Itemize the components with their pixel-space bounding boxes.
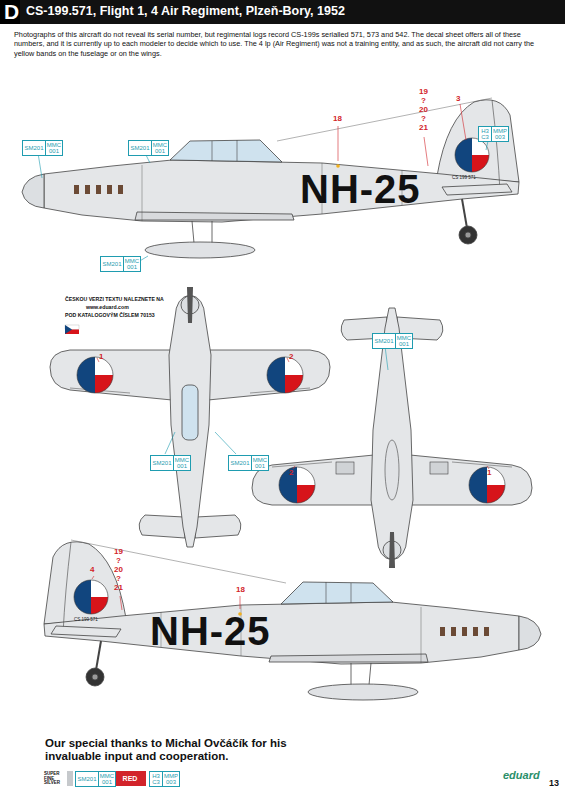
paint-code: SM201 xyxy=(151,456,173,470)
drawing-part xyxy=(65,325,72,334)
fuselage-code: NH-25 xyxy=(300,168,421,210)
paint-reference: MMC 001 xyxy=(45,141,62,155)
brand-logo: eduard xyxy=(503,770,540,782)
callout-number: ? xyxy=(421,97,426,105)
drawing-part xyxy=(38,153,42,178)
drawing-part xyxy=(455,138,489,172)
drawing-part xyxy=(44,540,541,700)
paint-reference: MMC 001 xyxy=(123,257,140,271)
paint-reference: MMC 001 xyxy=(98,772,115,786)
paint-code-box: H3 C3MMP 003 xyxy=(478,126,509,142)
section-letter: D xyxy=(4,1,19,23)
drawing-part xyxy=(430,462,448,474)
paint-reference: MMC 001 xyxy=(151,141,168,155)
legend-text: RED xyxy=(123,775,138,782)
drawing-part xyxy=(486,141,488,150)
drawing-part xyxy=(385,440,399,500)
paint-code-box: SM201MMC 001 xyxy=(150,455,191,471)
paint-code-box: SM201MMC 001 xyxy=(75,771,116,787)
callout-number: 1 xyxy=(99,353,103,361)
drawing-part xyxy=(92,576,94,579)
drawing-part xyxy=(279,467,315,503)
drawing-part xyxy=(38,141,488,454)
serial-marking: CS 199 571 xyxy=(452,176,476,181)
paint-reference: MMC 001 xyxy=(395,334,412,348)
legend-text: SUPER FINE SILVER xyxy=(44,772,66,786)
callout-number: 19 xyxy=(419,88,428,96)
callout-number: 19 xyxy=(114,548,123,556)
paint-code: H3 C3 xyxy=(150,772,162,786)
paint-code: SM201 xyxy=(373,334,395,348)
paint-code: SM201 xyxy=(23,141,45,155)
drawing-part xyxy=(22,98,519,258)
paint-code-box: H3 C3MMP 003 xyxy=(149,771,180,787)
serial-marking: CS 199 571 xyxy=(74,618,98,623)
czech-note: POD KATALOGOVÝM ČÍSLEM 70153 xyxy=(65,313,155,318)
paint-code: SM201 xyxy=(229,456,251,470)
drawing-part xyxy=(0,0,20,24)
paint-code: SM201 xyxy=(129,141,151,155)
callout-number: 21 xyxy=(419,124,428,132)
callout-number: 21 xyxy=(114,584,123,592)
paint-reference: MMP 003 xyxy=(162,772,179,786)
callout-number: 2 xyxy=(289,353,293,361)
description-note: Photographs of this aircraft do not reve… xyxy=(14,30,552,58)
callout-number: ? xyxy=(116,557,121,565)
drawing-part xyxy=(97,358,99,362)
drawing-part xyxy=(336,462,354,474)
callout-number: 1 xyxy=(487,469,491,477)
paint-reference: MMP 003 xyxy=(491,127,508,141)
drawing-part xyxy=(182,385,198,440)
paint-code-box: SM201MMC 001 xyxy=(128,140,169,156)
drawing-part xyxy=(267,357,303,393)
drawing-part xyxy=(460,104,466,140)
legend-swatch xyxy=(67,771,73,786)
thanks-note: Our special thanks to Michal Ovčáčík for… xyxy=(45,737,295,763)
drawing-part xyxy=(120,596,122,610)
paint-code: SM201 xyxy=(101,257,123,271)
callout-number: 18 xyxy=(333,115,342,123)
drawing-part xyxy=(77,357,113,393)
paint-code-box: SM201MMC 001 xyxy=(228,455,269,471)
paint-reference: MMC 001 xyxy=(251,456,268,470)
page-title: CS-199.571, Flight 1, 4 Air Regiment, Pl… xyxy=(26,5,345,18)
drawing-part xyxy=(165,432,175,454)
paint-code: SM201 xyxy=(76,772,98,786)
callout-number: 20 xyxy=(114,566,123,574)
drawing-part xyxy=(385,346,388,370)
czech-note: www.eduard.com xyxy=(86,305,129,310)
drawing-part xyxy=(424,137,428,166)
callout-number: 4 xyxy=(90,566,94,574)
drawing-part xyxy=(0,0,565,24)
drawing-part xyxy=(50,287,330,547)
paint-code-box: SM201MMC 001 xyxy=(22,140,63,156)
callout-number: 2 xyxy=(289,469,293,477)
drawing-part xyxy=(252,308,532,568)
paint-reference: MMC 001 xyxy=(173,456,190,470)
drawing-part xyxy=(338,126,339,161)
paint-code-box: SM201MMC 001 xyxy=(372,333,413,349)
drawing-part xyxy=(92,104,489,610)
callout-number: 3 xyxy=(456,95,460,103)
paint-code: H3 C3 xyxy=(479,127,491,141)
czech-note: ČESKOU VERZI TEXTU NALEZNETE NA xyxy=(65,297,164,302)
drawing-part xyxy=(215,432,236,454)
callout-number: ? xyxy=(421,115,426,123)
drawing-part xyxy=(74,580,108,614)
drawing-part xyxy=(469,467,505,503)
callout-number: 18 xyxy=(236,586,245,594)
callout-number: ? xyxy=(116,575,121,583)
fuselage-code: NH-25 xyxy=(150,610,271,652)
drawing-part xyxy=(287,358,289,362)
page-number: 13 xyxy=(549,779,559,788)
drawing-part xyxy=(240,596,241,609)
paint-code-box: SM201MMC 001 xyxy=(100,256,141,272)
callout-number: 20 xyxy=(419,106,428,114)
